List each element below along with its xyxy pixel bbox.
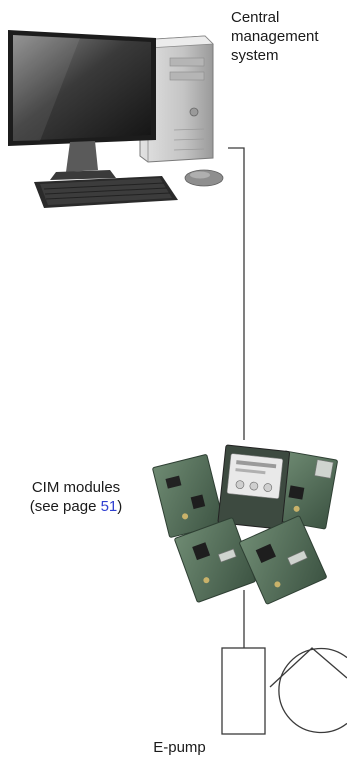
cim-board [217, 444, 290, 530]
computer-mouse [184, 169, 224, 187]
cim-modules-title: CIM modules [31, 479, 121, 496]
pump-symbol-icon [221, 647, 347, 735]
epump-label: E-pump [153, 739, 206, 756]
bus-cable-line [228, 147, 245, 440]
pump-circle-symbol [278, 647, 347, 734]
cim-board [272, 450, 338, 530]
see-page-reference: (see page 51) [0, 497, 152, 516]
central-management-line: Central [231, 9, 280, 26]
computer-keyboard [34, 176, 178, 208]
see-page-prefix: (see page [29, 498, 101, 515]
page-51-link[interactable]: 51 [100, 498, 118, 515]
cim-board [239, 515, 327, 605]
cim-modules-label: CIM modules (see page 51) [0, 478, 152, 516]
central-management-line: system [231, 47, 279, 64]
pump-controller-box [221, 647, 266, 735]
cim-modules-icon [152, 444, 338, 605]
computer-monitor [8, 30, 156, 180]
see-page-suffix: ) [117, 498, 123, 515]
desktop-computer-icon [8, 30, 224, 208]
pump-triangle-symbol [269, 647, 347, 688]
central-management-label: Central management system [231, 8, 319, 65]
central-management-line: management [231, 28, 319, 45]
